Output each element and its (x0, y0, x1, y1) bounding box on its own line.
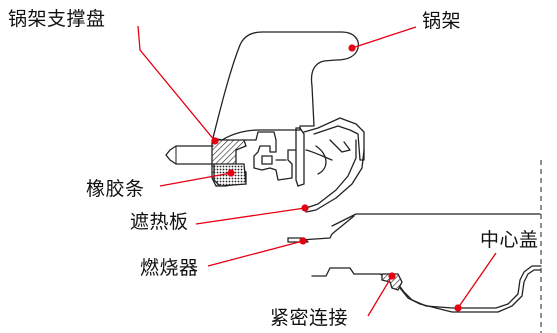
label-burner: 燃烧器 (140, 257, 199, 279)
leader-dot-sealed-connection (388, 272, 396, 280)
center-cover-shape (311, 265, 542, 309)
leader-center-cover (454, 252, 497, 312)
label-rubber-strip: 橡胶条 (86, 178, 145, 200)
leader-dot-pot-support-plate (211, 137, 219, 145)
leader-heat-shield (195, 204, 309, 225)
pipe-shape (165, 145, 214, 165)
leader-burner (207, 237, 307, 267)
leader-pot-support-plate (137, 25, 219, 145)
leader-dot-center-cover (454, 304, 462, 312)
leader-rubber-strip (159, 169, 235, 187)
heat-shield-shape (331, 213, 541, 227)
leader-dot-rubber-strip (227, 169, 235, 177)
bracket-shape (243, 131, 297, 181)
leader-dot-pot-rack (348, 44, 356, 52)
pot-rack-shape (212, 31, 360, 141)
leader-pot-rack (348, 26, 417, 52)
burner-shape (287, 237, 309, 243)
label-heat-shield: 遮热板 (130, 211, 189, 233)
label-pot-rack: 锅架 (422, 10, 462, 32)
sealed-connection-shape (381, 273, 403, 291)
label-sealed-connection: 紧密连接 (270, 307, 349, 329)
label-center-cover: 中心盖 (480, 229, 539, 251)
flame-cup-shape (295, 127, 305, 187)
leader-sealed-connection (367, 272, 396, 317)
label-pot-support-plate: 锅架支撑盘 (8, 8, 106, 30)
leader-dot-burner (299, 237, 307, 245)
leader-dot-heat-shield (301, 204, 309, 212)
